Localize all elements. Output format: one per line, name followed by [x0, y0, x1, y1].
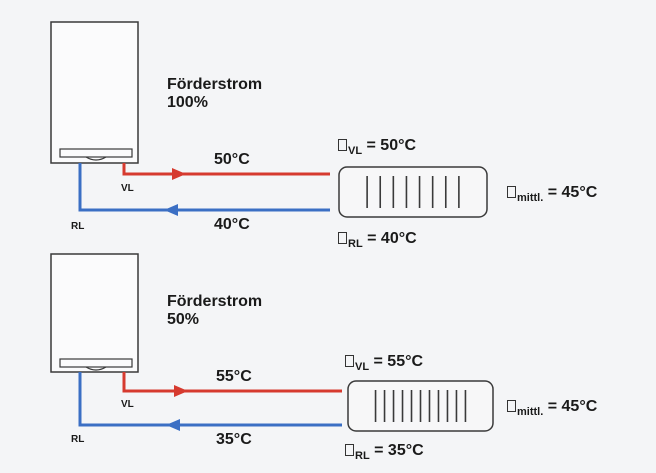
system-100-graphics [50, 21, 488, 218]
theta-vl-sub: VL [355, 361, 370, 373]
theta-rl-value: = 35°C [374, 442, 424, 459]
theta-rl-100: RL = 40°C [338, 230, 417, 250]
theta-symbol [345, 355, 354, 367]
supply-temp-100: 50°C [214, 151, 250, 168]
flow-title-text: Förderstrom [167, 76, 263, 93]
boiler-50-control-knob [85, 366, 107, 371]
theta-vl-50: VL = 55°C [345, 353, 423, 373]
return-arrow-100 [164, 204, 178, 216]
supply-arrow-100 [172, 168, 186, 180]
theta-symbol [338, 232, 347, 244]
boiler-100-control-panel [59, 148, 133, 158]
theta-rl-value: = 40°C [367, 230, 417, 247]
theta-mittl-100: mittl. = 45°C [507, 184, 597, 204]
vl-tag-100: VL [121, 183, 134, 194]
return-pipe-50 [78, 372, 342, 427]
return-temp-100: 40°C [214, 216, 250, 233]
theta-symbol [345, 444, 354, 456]
supply-pipe-50 [122, 372, 342, 393]
theta-symbol [507, 186, 516, 198]
theta-mittl-sub: mittl. [517, 406, 544, 418]
flow-title-100: Förderstrom 100% [167, 76, 262, 112]
rl-tag-100: RL [71, 221, 85, 232]
flow-title-50: Förderstrom 50% [167, 293, 262, 329]
return-arrow-50 [166, 419, 180, 431]
theta-vl-sub: VL [348, 145, 363, 157]
supply-pipe-100 [122, 163, 330, 176]
theta-symbol [507, 400, 516, 412]
theta-vl-value: = 55°C [373, 353, 424, 370]
theta-mittl-sub: mittl. [517, 192, 544, 204]
radiator-100-fins [366, 176, 460, 208]
theta-mittl-50: mittl. = 45°C [507, 398, 597, 418]
vl-tag-50: VL [121, 399, 134, 410]
flow-value-text: 50% [167, 311, 200, 328]
radiator-50-fins [374, 390, 467, 422]
boiler-50 [50, 253, 139, 373]
system-50-graphics [50, 253, 494, 432]
boiler-100-control-knob [85, 156, 107, 161]
return-pipe-100 [78, 163, 330, 212]
theta-rl-sub: RL [355, 450, 370, 462]
theta-mittl-value: = 45°C [547, 398, 598, 415]
return-temp-50: 35°C [216, 431, 252, 448]
supply-temp-50: 55°C [216, 368, 252, 385]
theta-symbol [338, 139, 347, 151]
theta-vl-100: VL = 50°C [338, 137, 416, 157]
supply-arrow-50 [174, 385, 188, 397]
radiator-100 [338, 166, 488, 218]
theta-mittl-value: = 45°C [547, 184, 598, 201]
flow-title-text: Förderstrom [167, 293, 263, 310]
theta-vl-value: = 50°C [366, 137, 417, 154]
boiler-100 [50, 21, 139, 164]
rl-tag-50: RL [71, 434, 85, 445]
theta-rl-sub: RL [348, 238, 363, 250]
flow-value-text: 100% [167, 94, 208, 111]
boiler-50-control-panel [59, 358, 133, 368]
theta-rl-50: RL = 35°C [345, 442, 424, 462]
